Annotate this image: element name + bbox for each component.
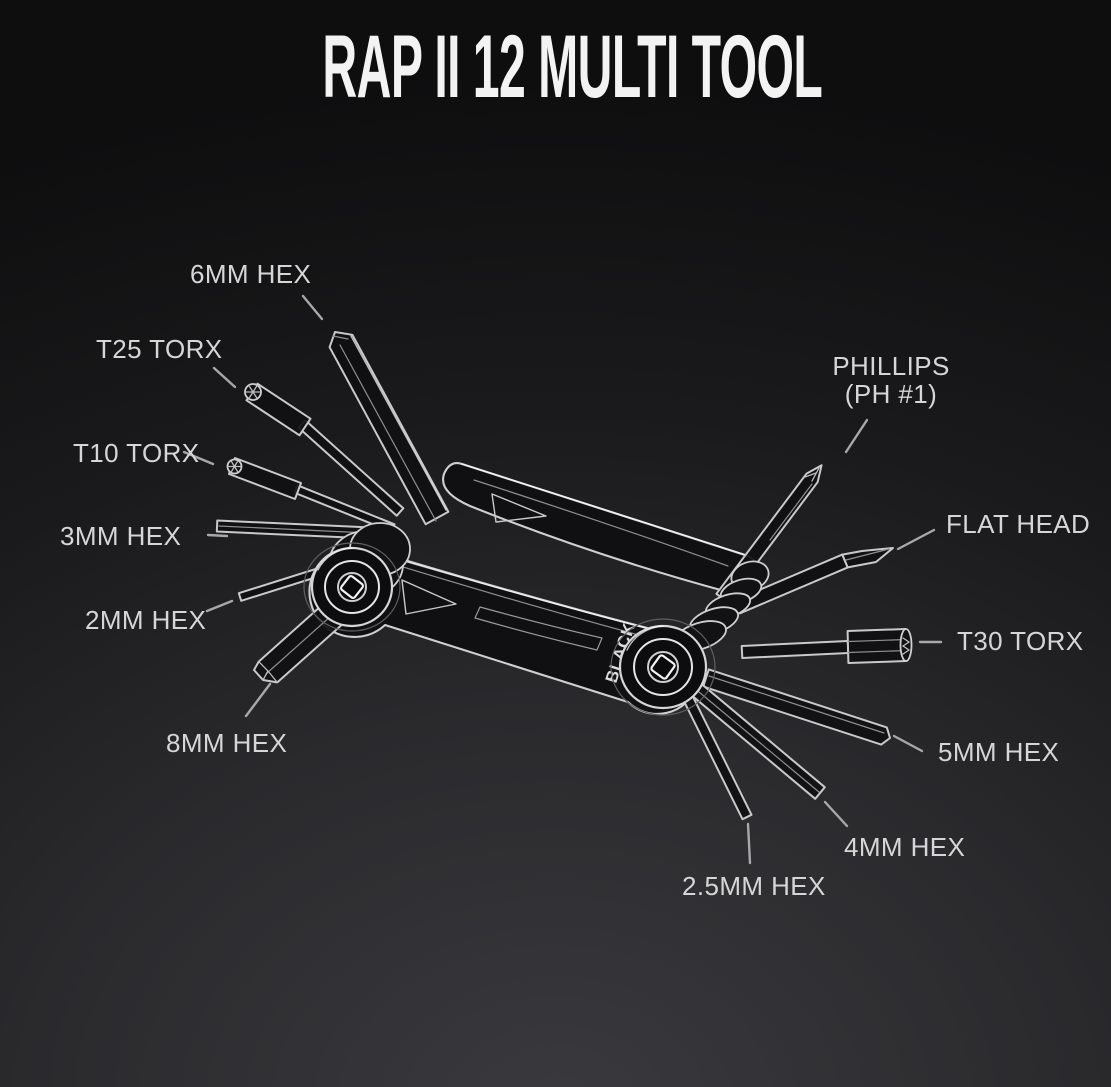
leader-2mm-hex — [205, 599, 234, 613]
torx-t10-bit — [226, 457, 396, 533]
diagram-title-wrap: RAP II 12 MULTI TOOL — [0, 17, 1111, 117]
callout-t10-torx: T10 TORX — [73, 438, 200, 468]
leader-t10-torx — [182, 450, 215, 466]
leader-6mm-hex — [301, 294, 324, 321]
callout-phillips-line2: (PH #1) — [844, 379, 938, 409]
callout-phillips-line1: PHILLIPS — [832, 351, 950, 381]
torx-t30-bit — [740, 628, 913, 664]
leader-5mm-hex — [892, 734, 924, 753]
callout-3mm-hex: 3MM HEX — [60, 521, 182, 551]
callout-6mm-hex: 6MM HEX — [190, 259, 312, 289]
right-pivot-bolt — [610, 618, 716, 716]
flat-head-bit — [733, 547, 894, 615]
leader-8mm-hex — [244, 682, 272, 718]
leader-lines — [182, 294, 943, 865]
callout-t25-torx: T25 TORX — [96, 334, 223, 364]
callout-5mm-hex: 5MM HEX — [938, 737, 1060, 767]
callout-2-5mm-hex: 2.5MM HEX — [682, 871, 826, 901]
callout-2mm-hex: 2MM HEX — [85, 605, 207, 635]
torx-t25-bit — [244, 382, 405, 517]
callout-phillips: PHILLIPS (PH #1) — [814, 352, 968, 408]
upper-body-plate — [442, 462, 762, 596]
hex-5mm-bit — [702, 668, 891, 746]
hex-6mm-bit — [328, 331, 450, 526]
diagram-title: RAP II 12 MULTI TOOL — [322, 17, 823, 117]
leader-t25-torx — [212, 366, 237, 389]
left-pivot-bolt — [303, 522, 411, 632]
leader-flat-head — [896, 528, 936, 551]
leader-phillips — [844, 418, 869, 454]
callout-t30-torx: T30 TORX — [957, 626, 1084, 656]
leader-2-5mm-hex — [746, 822, 752, 865]
leader-3mm-hex — [206, 533, 229, 538]
callout-4mm-hex: 4MM HEX — [844, 832, 966, 862]
callout-flat-head: FLAT HEAD — [946, 509, 1091, 539]
leader-4mm-hex — [823, 800, 849, 828]
callout-8mm-hex: 8MM HEX — [166, 728, 288, 758]
right-ring-stack — [673, 560, 770, 652]
